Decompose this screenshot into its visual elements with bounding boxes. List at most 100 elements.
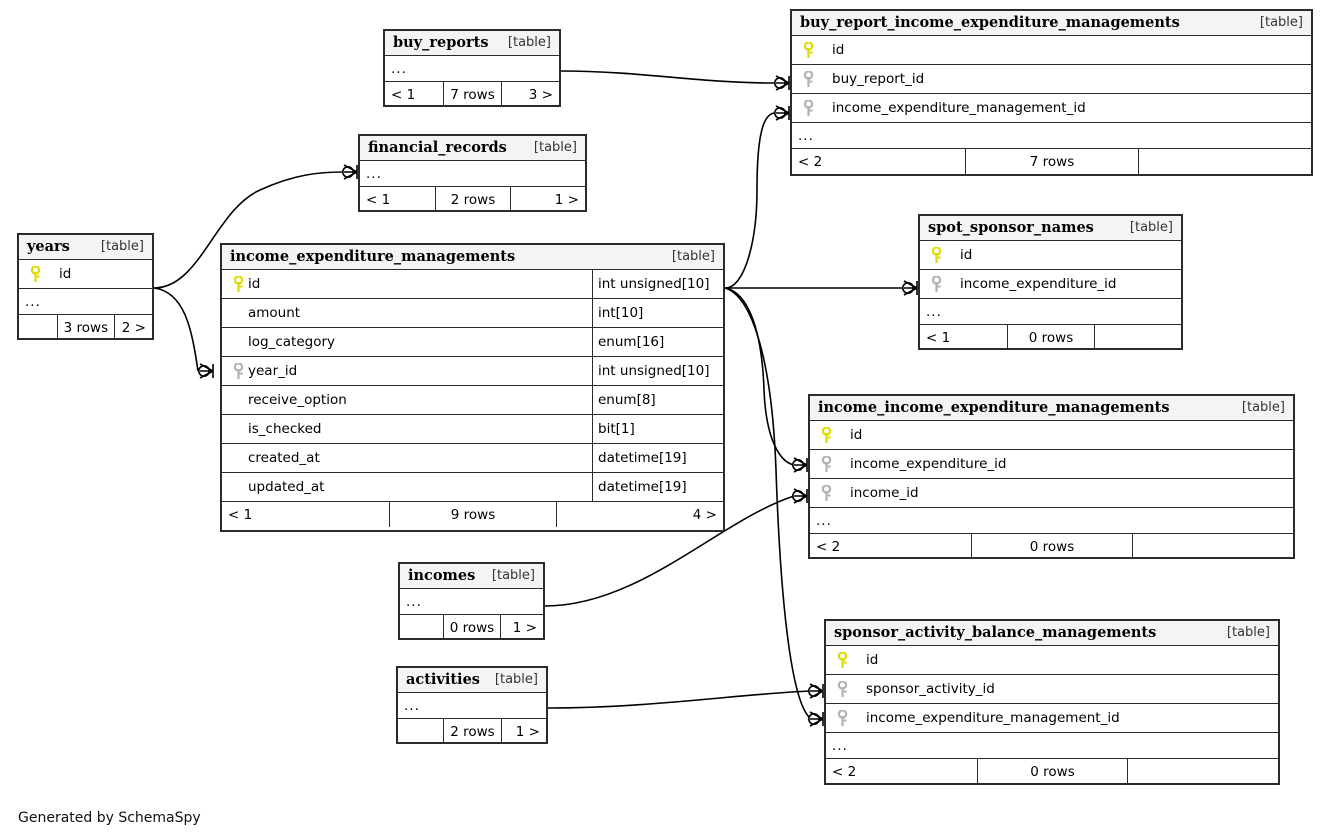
footer-prev-link[interactable]: < 1 bbox=[391, 86, 416, 103]
table-header-income_income_expenditure_managements: income_income_expenditure_managements[ta… bbox=[810, 396, 1293, 421]
column-row[interactable]: log_category enum[16] bbox=[222, 328, 723, 357]
footer-next-link[interactable]: 1 > bbox=[500, 719, 546, 744]
column-name-cell: created_at bbox=[222, 450, 592, 466]
column-row[interactable]: income_id bbox=[810, 479, 1293, 508]
column-row[interactable]: id bbox=[792, 36, 1311, 65]
primary-key-icon bbox=[816, 426, 836, 444]
footer-next-link[interactable]: 4 > bbox=[556, 502, 723, 527]
table-type-tag: [table] bbox=[491, 568, 535, 583]
primary-key-icon-glyph bbox=[837, 651, 847, 668]
table-type-tag: [table] bbox=[494, 672, 538, 687]
more-columns-ellipsis[interactable]: ... bbox=[385, 56, 559, 82]
generated-by-credit: Generated by SchemaSpy bbox=[18, 810, 201, 826]
foreign-key-icon-glyph bbox=[837, 680, 847, 697]
footer-prev-link[interactable]: < 2 bbox=[832, 763, 857, 780]
column-type: enum[8] bbox=[592, 386, 723, 414]
more-columns-ellipsis[interactable]: ... bbox=[826, 733, 1278, 759]
foreign-key-icon-glyph bbox=[803, 99, 813, 116]
footer-next-link[interactable]: 1 > bbox=[500, 615, 543, 640]
table-footer: < 2 7 rows bbox=[792, 149, 1311, 174]
column-row[interactable]: income_expenditure_id bbox=[810, 450, 1293, 479]
column-label: income_expenditure_management_id bbox=[832, 100, 1086, 116]
column-label: sponsor_activity_id bbox=[866, 681, 995, 697]
column-row[interactable]: created_at datetime[19] bbox=[222, 444, 723, 473]
column-name-cell: id bbox=[826, 651, 1278, 669]
primary-key-icon bbox=[228, 275, 248, 293]
column-label: created_at bbox=[248, 450, 320, 466]
column-row[interactable]: id bbox=[810, 421, 1293, 450]
more-columns-ellipsis[interactable]: ... bbox=[810, 508, 1293, 534]
column-name-cell: id bbox=[222, 275, 592, 293]
table-type-tag: [table] bbox=[1129, 220, 1173, 235]
column-label: receive_option bbox=[248, 392, 347, 408]
footer-row-count: 7 rows bbox=[965, 149, 1138, 174]
more-columns-ellipsis[interactable]: ... bbox=[360, 161, 585, 187]
table-title: incomes bbox=[408, 567, 476, 584]
footer-next-link[interactable] bbox=[1132, 534, 1293, 559]
footer-next-link[interactable]: 1 > bbox=[510, 187, 585, 212]
primary-key-icon-glyph bbox=[931, 246, 941, 263]
column-row[interactable]: income_expenditure_management_id bbox=[792, 94, 1311, 123]
column-row[interactable]: id bbox=[826, 646, 1278, 675]
column-label: log_category bbox=[248, 334, 335, 350]
footer-prev-link[interactable]: < 2 bbox=[816, 538, 841, 555]
table-type-tag: [table] bbox=[671, 249, 715, 264]
column-name-cell: sponsor_activity_id bbox=[826, 680, 1278, 698]
column-label: id bbox=[248, 276, 261, 292]
column-type: enum[16] bbox=[592, 328, 723, 356]
footer-prev-link[interactable] bbox=[19, 315, 57, 340]
table-buy_report_income_expenditure_managements[interactable]: buy_report_income_expenditure_management… bbox=[790, 9, 1313, 176]
footer-prev-link[interactable]: < 1 bbox=[926, 329, 951, 346]
footer-next-link[interactable]: 3 > bbox=[501, 82, 559, 107]
column-row[interactable]: buy_report_id bbox=[792, 65, 1311, 94]
footer-next-link[interactable]: 2 > bbox=[114, 315, 152, 340]
footer-prev-link[interactable] bbox=[400, 615, 443, 640]
foreign-key-icon bbox=[798, 99, 818, 117]
footer-prev-link[interactable]: < 2 bbox=[798, 153, 823, 170]
column-row[interactable]: income_expenditure_id bbox=[920, 270, 1181, 299]
table-title: buy_reports bbox=[393, 34, 489, 51]
column-name-cell: income_id bbox=[810, 484, 1293, 502]
column-type: datetime[19] bbox=[592, 444, 723, 472]
footer-prev-link[interactable]: < 1 bbox=[366, 191, 391, 208]
more-columns-ellipsis[interactable]: ... bbox=[920, 299, 1181, 325]
column-name-cell: receive_option bbox=[222, 392, 592, 408]
more-columns-ellipsis[interactable]: ... bbox=[792, 123, 1311, 149]
more-columns-ellipsis[interactable]: ... bbox=[400, 589, 543, 615]
table-sponsor_activity_balance_managements[interactable]: sponsor_activity_balance_managements[tab… bbox=[824, 619, 1280, 785]
column-row[interactable]: sponsor_activity_id bbox=[826, 675, 1278, 704]
column-row[interactable]: id bbox=[920, 241, 1181, 270]
link-buy-reports bbox=[560, 70, 775, 84]
column-row[interactable]: income_expenditure_management_id bbox=[826, 704, 1278, 733]
column-label: updated_at bbox=[248, 479, 325, 495]
primary-key-icon bbox=[832, 651, 852, 669]
more-columns-ellipsis[interactable]: ... bbox=[398, 693, 546, 719]
table-title: buy_report_income_expenditure_management… bbox=[800, 14, 1180, 31]
footer-prev-link[interactable]: < 1 bbox=[228, 506, 253, 523]
footer-next-link[interactable] bbox=[1094, 325, 1181, 350]
table-income_income_expenditure_managements[interactable]: income_income_expenditure_managements[ta… bbox=[808, 394, 1295, 559]
column-name-cell: income_expenditure_id bbox=[810, 455, 1293, 473]
column-row[interactable]: receive_option enum[8] bbox=[222, 386, 723, 415]
more-columns-ellipsis[interactable]: ... bbox=[19, 289, 152, 315]
footer-next-link[interactable] bbox=[1127, 759, 1278, 784]
column-row[interactable]: id bbox=[19, 260, 152, 289]
footer-prev-link[interactable] bbox=[398, 719, 443, 744]
footer-next-link[interactable] bbox=[1138, 149, 1311, 174]
column-label: income_expenditure_management_id bbox=[866, 710, 1120, 726]
